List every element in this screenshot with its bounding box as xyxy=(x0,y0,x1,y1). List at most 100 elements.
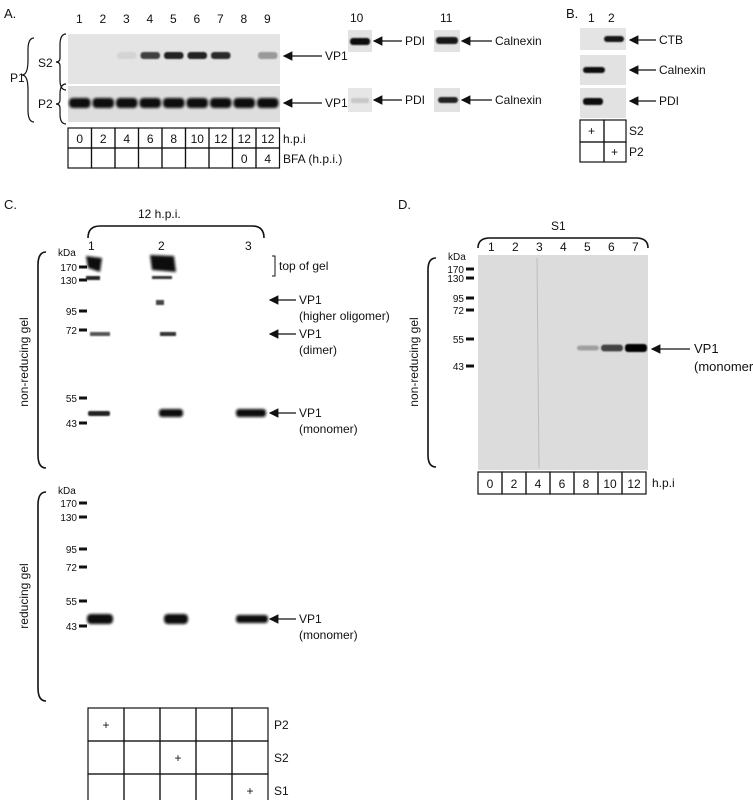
top-of-gel-bracket xyxy=(272,255,276,277)
c-table-cell xyxy=(195,773,233,800)
kda-marker-label: 170 xyxy=(60,499,77,510)
a-hpi-value: 10 xyxy=(191,132,205,146)
c-table-mark: + xyxy=(174,751,181,765)
a-bfa-value: 4 xyxy=(264,152,271,166)
kda-marker-tick xyxy=(79,278,87,282)
c-table-cell xyxy=(159,773,197,800)
d-vp1-line1: VP1 xyxy=(694,341,719,356)
kda-marker-label: 170 xyxy=(60,263,77,274)
d-gel-label: non-reducing gel xyxy=(407,317,421,406)
c-table-row-label: P2 xyxy=(274,718,289,732)
band-s2-vp1 xyxy=(117,52,137,59)
b-p2-label: P2 xyxy=(629,145,644,159)
a-hpi-value: 6 xyxy=(147,132,154,146)
a-bfa-cell xyxy=(161,147,187,169)
band-ctb xyxy=(604,36,624,42)
panel-b-lane-2: 2 xyxy=(608,11,615,25)
a-bfa-cell xyxy=(67,147,93,169)
d-kda-marker-label: 130 xyxy=(447,274,464,285)
d-kda-marker-label: 43 xyxy=(453,362,465,373)
reducing-label: reducing gel xyxy=(17,563,31,628)
band-s2-vp1 xyxy=(187,52,207,59)
r-monomer-line1: VP1 xyxy=(299,612,322,626)
c-table-cell xyxy=(231,707,269,742)
c-kda-2: kDa xyxy=(58,486,76,497)
a-bfa-cell xyxy=(208,147,234,169)
c-kda-1: kDa xyxy=(58,248,76,259)
d-kda-marker-tick xyxy=(466,267,474,271)
band-c1-monomer xyxy=(88,411,110,416)
blot-s2-bands xyxy=(117,52,278,59)
timepoint-bracket xyxy=(87,225,265,239)
band-calnexin-s2 xyxy=(436,37,458,44)
band-c2-upper xyxy=(152,276,172,279)
d-kda-marker-label: 170 xyxy=(447,265,464,276)
kda-marker-tick xyxy=(79,547,87,551)
c-lane-3: 3 xyxy=(245,239,252,253)
d-kda-marker-label: 72 xyxy=(453,306,465,317)
band-c2-dimer xyxy=(160,332,176,336)
lane-number: 9 xyxy=(264,12,271,26)
p2-vp1-label: VP1 xyxy=(325,96,348,110)
c-table-cell xyxy=(123,773,161,800)
d-hpi-cell xyxy=(621,471,647,495)
kda-marker-label: 55 xyxy=(66,394,78,405)
panel-b: B. 1 2 CTB Calnexin PDI + + S2 P2 xyxy=(566,6,706,163)
band-s2-vp1 xyxy=(211,52,231,59)
d-kda-marker-label: 95 xyxy=(453,294,465,305)
d-hpi-unit: h.p.i xyxy=(652,476,675,490)
c-table-cell xyxy=(231,740,269,775)
a-hpi-value: 4 xyxy=(123,132,130,146)
kda-marker-label: 72 xyxy=(66,326,78,337)
band-p2-vp1 xyxy=(69,98,91,108)
gel-d xyxy=(478,255,648,470)
a-hpi-value: 8 xyxy=(170,132,177,146)
band-c3-monomer xyxy=(236,409,266,417)
reducing-bracket xyxy=(37,491,47,702)
kda-marker-label: 72 xyxy=(66,563,78,574)
d-kda-marker-tick xyxy=(466,276,474,280)
lane-number: 1 xyxy=(76,12,83,26)
kda-marker-tick xyxy=(79,421,87,425)
d-vp1-line2: (monomer) xyxy=(694,359,753,374)
panel-c-table: +P2+S2+S1 xyxy=(87,707,289,800)
band-r2-monomer xyxy=(164,614,188,624)
band-c1-top xyxy=(86,256,102,272)
b-cell xyxy=(603,141,627,163)
kda-marker-tick xyxy=(79,624,87,628)
d-hpi-value: 6 xyxy=(559,477,566,491)
kda-marker-tick xyxy=(79,515,87,519)
b-calnexin-label: Calnexin xyxy=(659,63,706,77)
b-cell xyxy=(603,119,627,143)
nonreducing-bracket xyxy=(37,251,47,469)
band-p2-vp1 xyxy=(233,98,255,108)
a-hpi-value: 2 xyxy=(100,132,107,146)
panel-c-label: C. xyxy=(4,197,17,212)
d-lane-number: 5 xyxy=(584,240,591,254)
panel-b-label: B. xyxy=(566,6,578,21)
d-kda-marker-label: 55 xyxy=(453,335,465,346)
band-b-calnexin xyxy=(583,67,605,73)
a-bfa-cell xyxy=(137,147,163,169)
pdi-s2-label: PDI xyxy=(405,34,425,48)
oligomer-line1: VP1 xyxy=(299,293,322,307)
s2-bracket xyxy=(55,33,67,91)
b-p2-mark-2: + xyxy=(611,145,618,159)
band-p2-vp1 xyxy=(116,98,138,108)
kda-marker-label: 95 xyxy=(66,545,78,556)
band-pdi-s2 xyxy=(350,38,370,45)
lane-number: 6 xyxy=(194,12,201,26)
lane-number: 5 xyxy=(170,12,177,26)
panel-b-table: + + S2 P2 xyxy=(579,119,644,163)
lane-10-number: 10 xyxy=(350,11,364,25)
band-s2-vp1 xyxy=(140,52,160,59)
a-hpi-value: 12 xyxy=(238,132,252,146)
a-bfa-cell xyxy=(255,147,281,169)
c-table-mark: + xyxy=(246,784,253,798)
fraction-bracket xyxy=(477,237,649,249)
